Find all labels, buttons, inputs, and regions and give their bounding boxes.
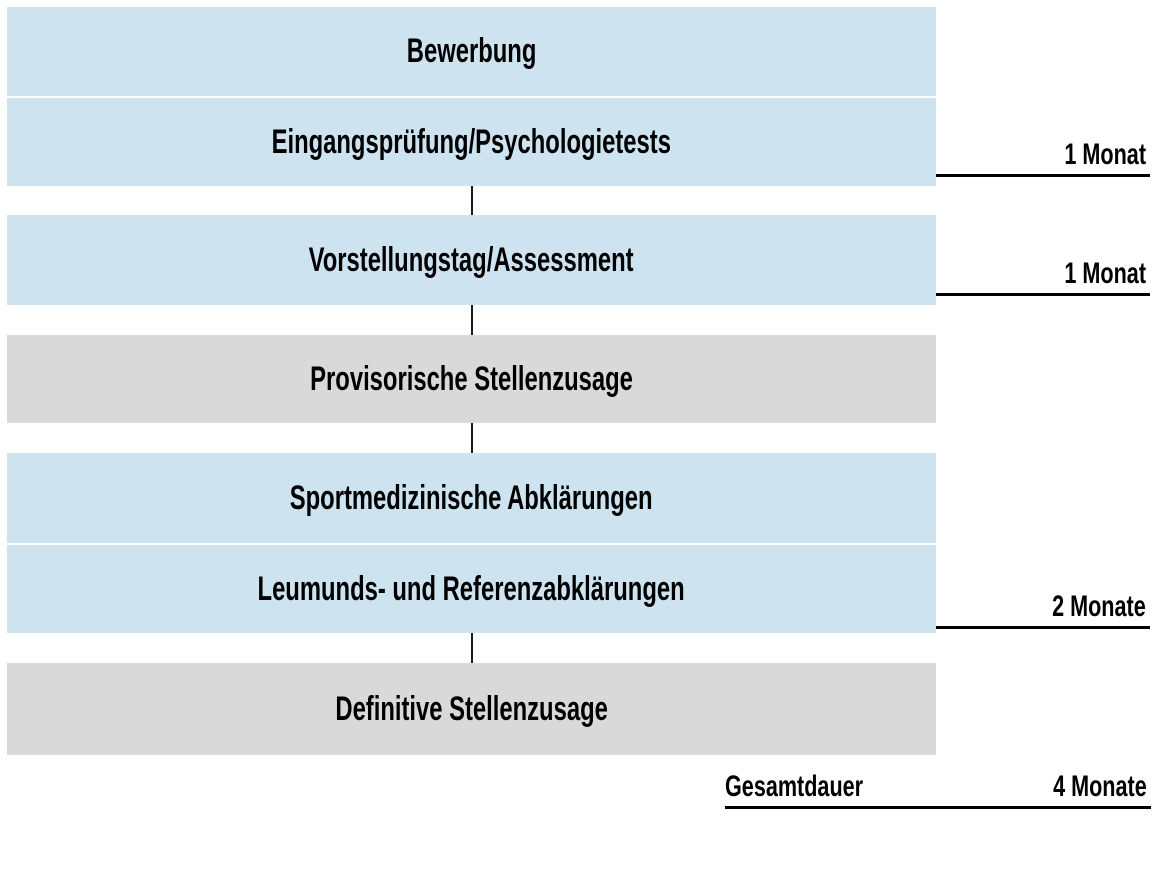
step-sportmedizinische-abklaerungen: Sportmedizinische Abklärungen bbox=[7, 453, 936, 543]
duration-label-1: 1 Monat bbox=[1064, 138, 1146, 171]
step-leumunds-label: Leumunds- und Referenzabklärungen bbox=[257, 569, 686, 608]
step-eingangspruefung-label: Eingangsprüfung/Psychologietests bbox=[271, 122, 672, 161]
connector-line-1 bbox=[471, 186, 473, 215]
step-vorstellungstag-assessment: Vorstellungstag/Assessment bbox=[7, 215, 936, 305]
connector-line-2 bbox=[471, 305, 473, 335]
step-bewerbung: Bewerbung bbox=[7, 7, 936, 96]
connector-line-3 bbox=[471, 423, 473, 453]
total-duration-label: Gesamtdauer bbox=[725, 770, 864, 803]
step-vorstellungstag-label: Vorstellungstag/Assessment bbox=[309, 240, 634, 279]
step-definitive-stellenzusage: Definitive Stellenzusage bbox=[7, 663, 936, 755]
step-eingangspruefung-psychologietests: Eingangsprüfung/Psychologietests bbox=[7, 98, 936, 186]
step-provisorische-label: Provisorische Stellenzusage bbox=[310, 359, 633, 398]
total-duration-row: Gesamtdauer 4 Monate bbox=[725, 771, 1151, 809]
duration-label-3: 2 Monate bbox=[1052, 590, 1146, 623]
duration-annotation-1: 1 Monat bbox=[936, 139, 1150, 177]
total-duration-value: 4 Monate bbox=[1053, 770, 1147, 803]
step-leumunds-referenzabklaerungen: Leumunds- und Referenzabklärungen bbox=[7, 545, 936, 633]
connector-line-4 bbox=[471, 633, 473, 663]
duration-annotation-2: 1 Monat bbox=[936, 258, 1150, 296]
step-provisorische-stellenzusage: Provisorische Stellenzusage bbox=[7, 335, 936, 423]
step-sportmedizinische-label: Sportmedizinische Abklärungen bbox=[290, 478, 653, 517]
duration-annotation-3: 2 Monate bbox=[936, 591, 1150, 629]
step-bewerbung-label: Bewerbung bbox=[406, 32, 537, 70]
step-definitive-label: Definitive Stellenzusage bbox=[335, 689, 608, 728]
duration-label-2: 1 Monat bbox=[1064, 257, 1146, 290]
